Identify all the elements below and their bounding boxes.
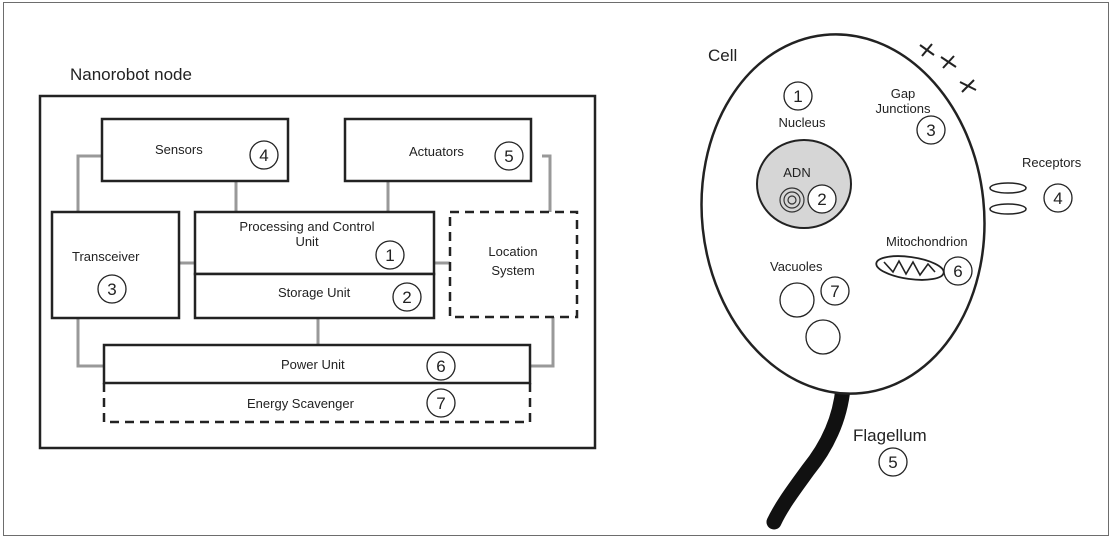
transceiver-label: Transceiver — [72, 249, 140, 264]
nucleus-number-badge — [783, 81, 813, 111]
sensors-number: 4 — [259, 146, 268, 165]
storage-number-badge — [392, 282, 422, 312]
mitochondrion-cristae — [883, 259, 936, 277]
cell-membrane — [700, 33, 986, 395]
nanorobot-title: Nanorobot node — [70, 65, 192, 84]
location-label-line1: Location — [488, 244, 537, 259]
energy-scavenger-label: Energy Scavenger — [247, 396, 355, 411]
power-unit-number: 6 — [436, 357, 445, 376]
nucleus-body — [756, 139, 852, 229]
power-unit-block: Power Unit 6 — [102, 343, 532, 385]
receptors-annotation: Receptors 4 — [989, 155, 1082, 215]
storage-label: Storage Unit — [278, 285, 351, 300]
nucleus-label: Nucleus — [779, 115, 826, 130]
mitochondrion-label: Mitochondrion — [886, 234, 968, 249]
gap-junctions-annotation: Gap Junctions 3 — [876, 86, 946, 145]
nanorobot-outer-box — [38, 94, 597, 450]
figure-frame — [3, 2, 1109, 536]
energy-scavenger-number: 7 — [436, 394, 445, 413]
flagellum-shape — [766, 380, 851, 530]
nucleus: 1 Nucleus ADN 2 — [756, 81, 852, 229]
flagellum-number-badge — [878, 447, 908, 477]
adn-number-badge — [807, 184, 837, 214]
energy-scavenger-number-badge — [426, 388, 456, 418]
location-system-block: Location System — [448, 210, 579, 319]
transceiver-block: Transceiver 3 — [50, 210, 181, 320]
flagellum-number: 5 — [888, 453, 897, 472]
storage-number: 2 — [402, 288, 411, 307]
connector-lines — [76, 154, 555, 368]
actuators-number-badge — [494, 141, 524, 171]
flagellum-label: Flagellum — [853, 426, 927, 445]
sensors-label: Sensors — [155, 142, 203, 157]
processing-control-block: Processing and Control Unit 1 — [193, 210, 436, 276]
gap-junction-marks — [919, 43, 977, 93]
receptor-ring-bottom — [989, 203, 1027, 215]
energy-scavenger-block: Energy Scavenger 7 — [102, 383, 532, 424]
processing-label-line1: Processing and Control — [239, 219, 374, 234]
actuators-block: Actuators 5 — [343, 117, 533, 183]
gap-number: 3 — [926, 121, 935, 140]
mitochondrion-number: 6 — [953, 262, 962, 281]
vacuoles: Vacuoles 7 — [770, 259, 850, 355]
vacuole-lower — [805, 319, 841, 355]
receptors-label: Receptors — [1022, 155, 1082, 170]
mitochondrion-number-badge — [943, 256, 973, 286]
vacuoles-number-badge — [820, 276, 850, 306]
flagellum-annotation: Flagellum 5 — [853, 426, 927, 477]
sensors-block: Sensors 4 — [100, 117, 290, 183]
adn-number: 2 — [817, 190, 826, 209]
actuators-number: 5 — [504, 147, 513, 166]
transceiver-number: 3 — [107, 280, 116, 299]
sensors-number-badge — [249, 140, 279, 170]
processing-number: 1 — [385, 246, 394, 265]
actuators-label: Actuators — [409, 144, 464, 159]
receptors-number: 4 — [1053, 189, 1062, 208]
dna-coil — [779, 187, 805, 213]
power-unit-number-badge — [426, 351, 456, 381]
processing-number-badge — [375, 240, 405, 270]
vacuoles-number: 7 — [830, 282, 839, 301]
storage-block: Storage Unit 2 — [193, 272, 436, 320]
processing-label-line2: Unit — [295, 234, 319, 249]
receptor-ring-top — [989, 182, 1027, 194]
gap-label-line2: Junctions — [876, 101, 931, 116]
transceiver-number-badge — [97, 274, 127, 304]
adn-label: ADN — [783, 165, 810, 180]
mitochondrion: Mitochondrion 6 — [875, 234, 973, 286]
location-label-line2: System — [491, 263, 534, 278]
power-unit-label: Power Unit — [281, 357, 345, 372]
nucleus-number: 1 — [793, 87, 802, 106]
gap-number-badge — [916, 115, 946, 145]
receptors-number-badge — [1043, 183, 1073, 213]
gap-label-line1: Gap — [891, 86, 916, 101]
cell-title: Cell — [708, 46, 737, 65]
vacuole-upper — [779, 282, 815, 318]
vacuoles-label: Vacuoles — [770, 259, 823, 274]
